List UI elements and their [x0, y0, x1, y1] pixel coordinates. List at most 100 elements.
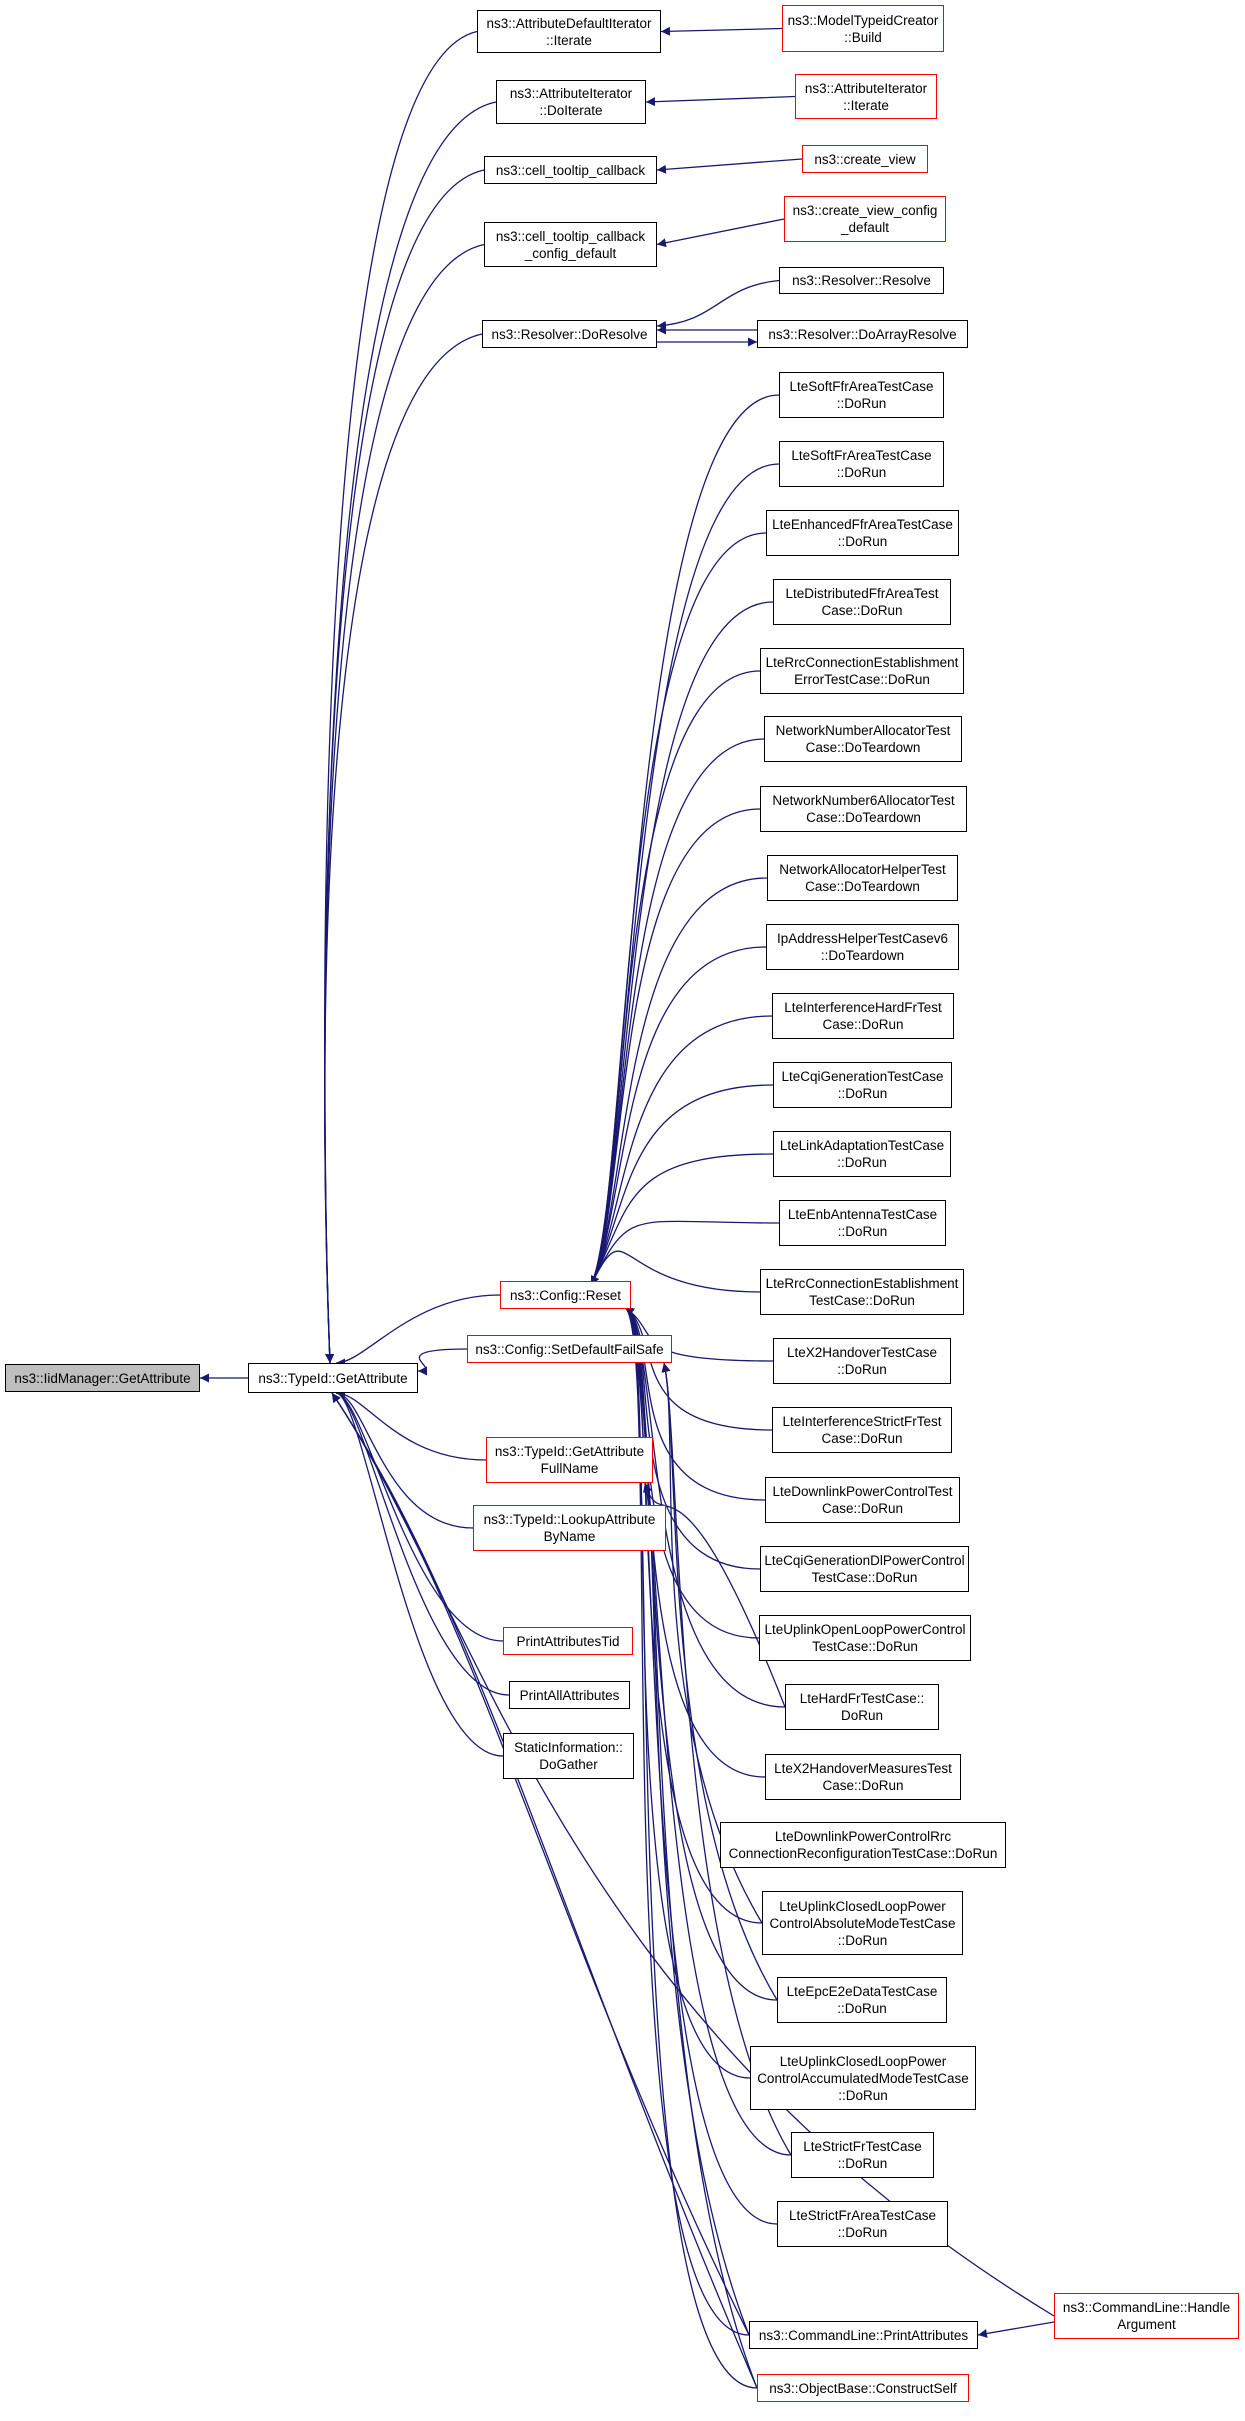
node-label-line: ::Iterate — [546, 32, 592, 48]
node-label-line: Case::DoRun — [821, 1501, 904, 1516]
node-objectbase-construct-self[interactable]: ns3::ObjectBase::ConstructSelf — [757, 2374, 969, 2402]
node-resolver-doarrayresolve[interactable]: ns3::Resolver::DoArrayResolve — [757, 320, 968, 348]
node-label-line: LteCqiGenerationTestCase — [781, 1069, 944, 1084]
node-label-line: PrintAttributesTid — [516, 1633, 620, 1649]
node-label-line: ::Build — [844, 29, 882, 45]
node-lte-cqi-generation[interactable]: LteCqiGenerationTestCase::DoRun — [773, 1062, 952, 1108]
node-label-line: ::Iterate — [843, 97, 889, 113]
node-lte-strict-ffr-area[interactable]: LteStrictFrAreaTestCase::DoRun — [777, 2201, 948, 2247]
node-label-line: Case::DoTeardown — [805, 740, 921, 755]
edge-network_alloc_helper-to-config-reset — [590, 877, 768, 1286]
edge-objectbase_construct_self-to-config-reset — [624, 1306, 758, 2389]
node-label-line: ns3::Resolver::DoArrayResolve — [768, 326, 957, 342]
node-typeid-get-attribute[interactable]: ns3::TypeId::GetAttribute — [248, 1363, 418, 1393]
node-label-line: LteX2HandoverMeasuresTest — [774, 1761, 952, 1776]
node-label-line: LteSoftFfrAreaTestCase — [789, 379, 934, 394]
node-lte-hard-fr[interactable]: LteHardFrTestCase::DoRun — [785, 1684, 939, 1730]
node-lte-soft-ffr[interactable]: LteSoftFfrAreaTestCase::DoRun — [779, 372, 944, 418]
node-label-line: ns3::CommandLine::Handle — [1062, 2300, 1231, 2315]
node-label-line: ns3::TypeId::LookupAttribute — [483, 1512, 656, 1527]
node-static-information-dogather[interactable]: StaticInformation::DoGather — [503, 1733, 634, 1779]
node-create-view[interactable]: ns3::create_view — [802, 145, 928, 173]
edge-print_attributes_tid-to-typeid-getattribute — [335, 1388, 504, 1642]
node-model-typeid-build[interactable]: ns3::ModelTypeidCreator::Build — [782, 5, 944, 52]
edge-resolver_doresolve-to-typeid-getattribute — [324, 333, 483, 1364]
node-label-line: LteEnbAntennaTestCase — [787, 1207, 938, 1222]
node-label-line: NetworkNumber6AllocatorTest — [772, 793, 955, 808]
node-ip-address-helper-v6[interactable]: IpAddressHelperTestCasev6::DoTeardown — [766, 924, 959, 970]
node-lte-link-adaptation[interactable]: LteLinkAdaptationTestCase::DoRun — [773, 1131, 951, 1177]
node-label-line: Case::DoRun — [821, 603, 903, 618]
node-attr-iterator-iterate[interactable]: ns3::AttributeIterator::Iterate — [795, 74, 937, 119]
node-config-reset[interactable]: ns3::Config::Reset — [500, 1281, 631, 1309]
edge-ip_address_helper_v6-to-config-reset — [590, 946, 767, 1286]
node-label-line: _config_default — [524, 245, 617, 261]
node-lte-strict-fr[interactable]: LteStrictFrTestCase::DoRun — [791, 2132, 934, 2178]
node-commandline-print-attributes[interactable]: ns3::CommandLine::PrintAttributes — [749, 2321, 978, 2349]
node-label-line: Argument — [1117, 2317, 1176, 2332]
edge-lte_hard_fr-to-getattributefullname — [643, 1482, 786, 1708]
node-label-line: Case::DoRun — [822, 1017, 904, 1032]
node-config-set-default-failsafe[interactable]: ns3::Config::SetDefaultFailSafe — [467, 1335, 672, 1363]
node-label-line: ns3::ObjectBase::ConstructSelf — [769, 2380, 957, 2396]
edge-cell_tooltip_callback-to-typeid-getattribute — [324, 169, 485, 1364]
node-label-line: LteInterferenceHardFrTest — [784, 1000, 942, 1015]
node-lte-enb-antenna[interactable]: LteEnbAntennaTestCase::DoRun — [779, 1200, 946, 1246]
node-label-line: StaticInformation:: — [514, 1740, 623, 1755]
edge-lte_downlink_power_control-to-config-reset — [624, 1306, 766, 1501]
edge-lte_rrc_establishment-to-config-reset — [590, 1250, 761, 1293]
node-label-line: ::DoRun — [838, 2087, 888, 2103]
node-print-all-attributes[interactable]: PrintAllAttributes — [509, 1681, 630, 1709]
node-label-line: Case::DoRun — [821, 1431, 903, 1446]
node-label-line: DoRun — [840, 1708, 884, 1723]
node-label-line: ::DoRun — [837, 2001, 887, 2016]
node-cell-tooltip-callback-config[interactable]: ns3::cell_tooltip_callback_config_defaul… — [484, 222, 657, 267]
node-label-line: LteInterferenceStrictFrTest — [782, 1414, 942, 1429]
node-label-line: ::DoRun — [837, 1932, 888, 1948]
node-cell-tooltip-callback[interactable]: ns3::cell_tooltip_callback — [484, 156, 657, 184]
node-attr-iterator-doiterate[interactable]: ns3::AttributeIterator::DoIterate — [496, 80, 646, 124]
node-label-line: ns3::AttributeDefaultIterator — [486, 15, 652, 31]
edge-objectbase_construct_self-to-typeid-getattribute — [331, 1392, 758, 2389]
node-attr-default-iterate[interactable]: ns3::AttributeDefaultIterator::Iterate — [477, 10, 661, 53]
node-label-line: ::DoRun — [837, 534, 888, 549]
edge-static_information_dogather-to-typeid-getattribute — [335, 1388, 504, 1757]
node-resolver-doresolve[interactable]: ns3::Resolver::DoResolve — [482, 320, 657, 348]
node-label-line: ns3::Resolver::DoResolve — [491, 326, 648, 342]
node-label-line: ns3::TypeId::GetAttribute — [494, 1444, 645, 1459]
edge-config_reset-to-typeid-getattribute — [335, 1294, 501, 1368]
node-resolver-resolve[interactable]: ns3::Resolver::Resolve — [779, 267, 944, 294]
node-label-line: LteRrcConnectionEstablishment — [765, 1276, 959, 1291]
node-lte-epc-e2e-data[interactable]: LteEpcE2eDataTestCase::DoRun — [777, 1977, 947, 2023]
node-lte-soft-fr[interactable]: LteSoftFrAreaTestCase::DoRun — [779, 441, 944, 487]
node-label-line: LteDownlinkPowerControlTest — [772, 1484, 953, 1499]
node-lte-enhanced-ffr[interactable]: LteEnhancedFfrAreaTestCase::DoRun — [766, 510, 959, 556]
node-label-line: ConnectionReconfigurationTestCase::DoRun — [728, 1846, 998, 1861]
node-label-line: ns3::AttributeIterator — [509, 86, 633, 101]
node-label-line: LteStrictFrTestCase — [803, 2139, 922, 2154]
node-label-line: ::DoRun — [836, 465, 887, 480]
node-label-line: LteCqiGenerationDlPowerControl — [764, 1553, 965, 1568]
node-print-attributes-tid[interactable]: PrintAttributesTid — [503, 1627, 633, 1655]
node-lte-x2-handover[interactable]: LteX2HandoverTestCase::DoRun — [773, 1338, 951, 1384]
node-create-view-config-default[interactable]: ns3::create_view_config_default — [784, 196, 946, 242]
edge-lte_link_adaptation-to-config-reset — [590, 1153, 774, 1286]
